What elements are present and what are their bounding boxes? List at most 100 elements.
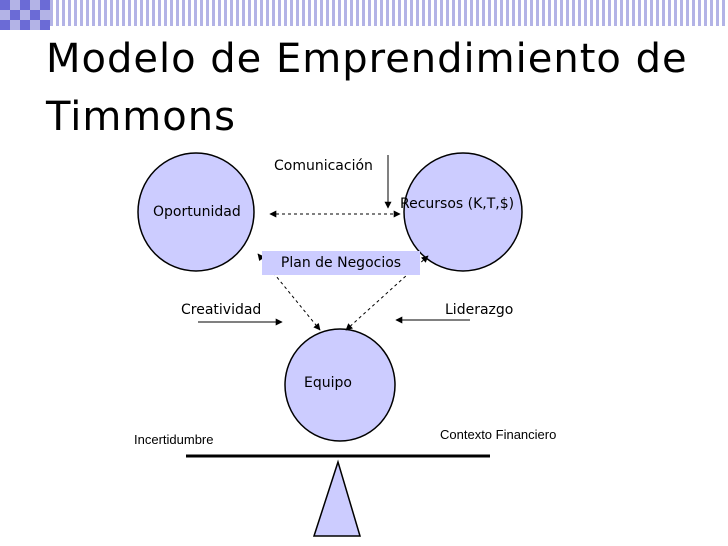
header-stripe [626,0,629,26]
header-stripe [386,0,389,26]
header-stripe [572,0,575,26]
header-checker-cell [20,10,30,20]
header-stripe [500,0,503,26]
header-stripe [680,0,683,26]
header-stripe [206,0,209,26]
header-stripe [176,0,179,26]
header-stripe [188,0,191,26]
header-stripe [470,0,473,26]
fulcrum-triangle [312,459,362,537]
link-oportunidad-equipo [257,253,321,331]
header-stripe [92,0,95,26]
header-checker-cell [0,0,10,10]
header-stripe [566,0,569,26]
header-checker-cell [40,10,50,20]
recursos-label: Recursos (K,T,$) [400,196,515,212]
header-stripe [668,0,671,26]
header-stripe [200,0,203,26]
header-stripe [548,0,551,26]
header-checker-cell [30,20,40,30]
header-checker-cell [30,10,40,20]
header-stripe [482,0,485,26]
header-stripe [698,0,701,26]
header-stripe [254,0,257,26]
header-checker-cell [40,0,50,10]
header-stripe [194,0,197,26]
header-stripe [218,0,221,26]
header-stripe [464,0,467,26]
header-stripe [332,0,335,26]
header-stripe [320,0,323,26]
header-checker-cell [0,20,10,30]
header-stripe [686,0,689,26]
header-stripe [596,0,599,26]
header-stripe [716,0,719,26]
header-stripe [458,0,461,26]
header-stripe [170,0,173,26]
incertidumbre-label: Incertidumbre [134,432,214,447]
header-stripe [104,0,107,26]
header-stripe [452,0,455,26]
header-checker-cell [10,20,20,30]
header-stripe [710,0,713,26]
header-stripe [116,0,119,26]
header-stripe [68,0,71,26]
header-stripe [326,0,329,26]
header-stripe [638,0,641,26]
header-stripe [140,0,143,26]
header-stripe [74,0,77,26]
header-stripe [62,0,65,26]
header-stripe [284,0,287,26]
header-pattern [0,0,725,30]
header-stripe [446,0,449,26]
header-stripe [50,0,53,26]
header-stripe [98,0,101,26]
header-stripe [416,0,419,26]
header-stripe [230,0,233,26]
header-stripe [242,0,245,26]
header-stripe [674,0,677,26]
header-stripe [620,0,623,26]
header-stripe [518,0,521,26]
header-stripe [374,0,377,26]
header-stripe [524,0,527,26]
header-stripe [428,0,431,26]
header-stripe [164,0,167,26]
header-stripe [152,0,155,26]
header-stripe [236,0,239,26]
header-stripe [536,0,539,26]
header-stripe [584,0,587,26]
header-stripe [134,0,137,26]
header-stripe [296,0,299,26]
header-stripe [248,0,251,26]
header-stripe [602,0,605,26]
header-stripe [272,0,275,26]
liderazgo-label: Liderazgo [445,302,514,318]
header-stripe [554,0,557,26]
header-stripe [530,0,533,26]
header-checker-cell [10,10,20,20]
header-stripe [578,0,581,26]
header-stripe [80,0,83,26]
slide-title: Modelo de Emprendimiento de Timmons [46,36,688,140]
header-checker-cell [30,0,40,10]
header-stripe [110,0,113,26]
header-stripe [560,0,563,26]
header-stripe [542,0,545,26]
recursos-circle [403,152,523,272]
header-stripe [488,0,491,26]
header-stripe [662,0,665,26]
oportunidad-circle [137,152,255,272]
header-stripe [656,0,659,26]
header-stripe [644,0,647,26]
header-stripe [398,0,401,26]
header-checker-cell [20,20,30,30]
header-stripe [56,0,59,26]
header-stripe [632,0,635,26]
header-stripe [338,0,341,26]
header-stripe [350,0,353,26]
contexto-financiero-label: Contexto Financiero [440,427,557,442]
header-stripe [692,0,695,26]
header-stripe [704,0,707,26]
